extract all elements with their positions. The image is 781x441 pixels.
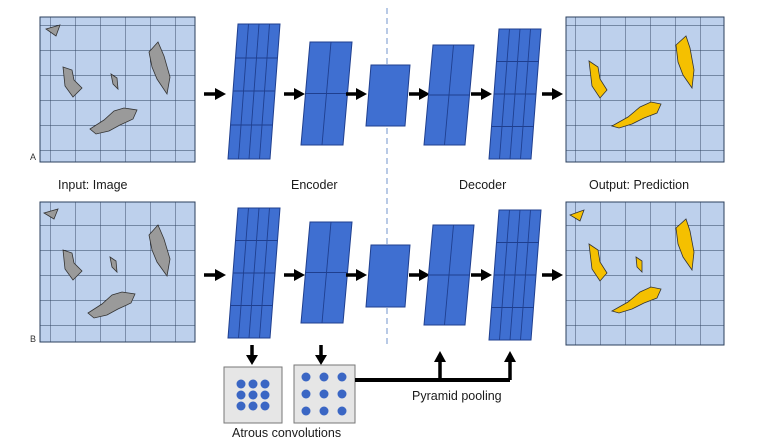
arrow-icon (409, 269, 430, 281)
encoder-block-a1 (227, 23, 281, 160)
input-image-grid-a (39, 16, 196, 163)
bottleneck-block-a (365, 64, 411, 127)
bottleneck-block-b (365, 244, 411, 308)
arrow-icon (409, 88, 430, 100)
encoder-block-b2 (300, 221, 353, 324)
decoder-label: Decoder (459, 178, 506, 192)
yellow-shape (675, 218, 695, 272)
gray-shape (148, 224, 171, 278)
yellow-shape (635, 256, 643, 273)
atrous-kernel-dense (223, 366, 283, 424)
gray-shape (45, 24, 61, 37)
decoder-block-b1 (423, 224, 475, 326)
arrow-icon (471, 269, 492, 281)
yellow-shape (588, 243, 608, 282)
panel-letter-b: B (30, 334, 36, 344)
input-image-grid-b (39, 201, 196, 343)
atrous-kernel-dilated (293, 364, 356, 424)
decoder-block-b2 (488, 209, 542, 341)
output-label: Output: Prediction (589, 178, 689, 192)
encoder-block-a2 (300, 41, 353, 146)
decoder-block-a1 (423, 44, 475, 146)
arrow-icon (284, 269, 305, 281)
arrow-icon (284, 88, 305, 100)
yellow-shape (588, 60, 608, 99)
yellow-shape (610, 101, 662, 129)
output-prediction-grid-b (565, 201, 725, 346)
panel-letter-a: A (30, 152, 36, 162)
arrow-icon (542, 269, 563, 281)
arrow-icon (204, 269, 226, 281)
pyramid-pooling-label: Pyramid pooling (412, 389, 502, 403)
gray-shape (87, 291, 136, 319)
gray-shape (62, 66, 83, 98)
yellow-shape (610, 286, 662, 314)
down-arrow-icon (315, 345, 327, 365)
output-prediction-grid-a (565, 16, 725, 163)
yellow-shape (569, 209, 585, 222)
gray-shape (109, 256, 118, 274)
gray-shape (148, 41, 171, 96)
gray-shape (89, 107, 138, 135)
yellow-shape (675, 35, 695, 90)
arrow-icon (542, 88, 563, 100)
arrow-icon (204, 88, 226, 100)
atrous-convolutions-label: Atrous convolutions (232, 426, 341, 440)
gray-shape (43, 208, 59, 220)
pyramid-pooling-connector (355, 351, 516, 382)
arrow-icon (346, 269, 367, 281)
gray-shape (110, 73, 119, 91)
down-arrow-icon (246, 345, 258, 365)
arrow-icon (346, 88, 367, 100)
gray-shape (62, 249, 83, 281)
encoder-block-b1 (227, 207, 281, 339)
input-label: Input: Image (58, 178, 128, 192)
arrow-icon (471, 88, 492, 100)
encoder-label: Encoder (291, 178, 338, 192)
decoder-block-a2 (488, 28, 542, 160)
